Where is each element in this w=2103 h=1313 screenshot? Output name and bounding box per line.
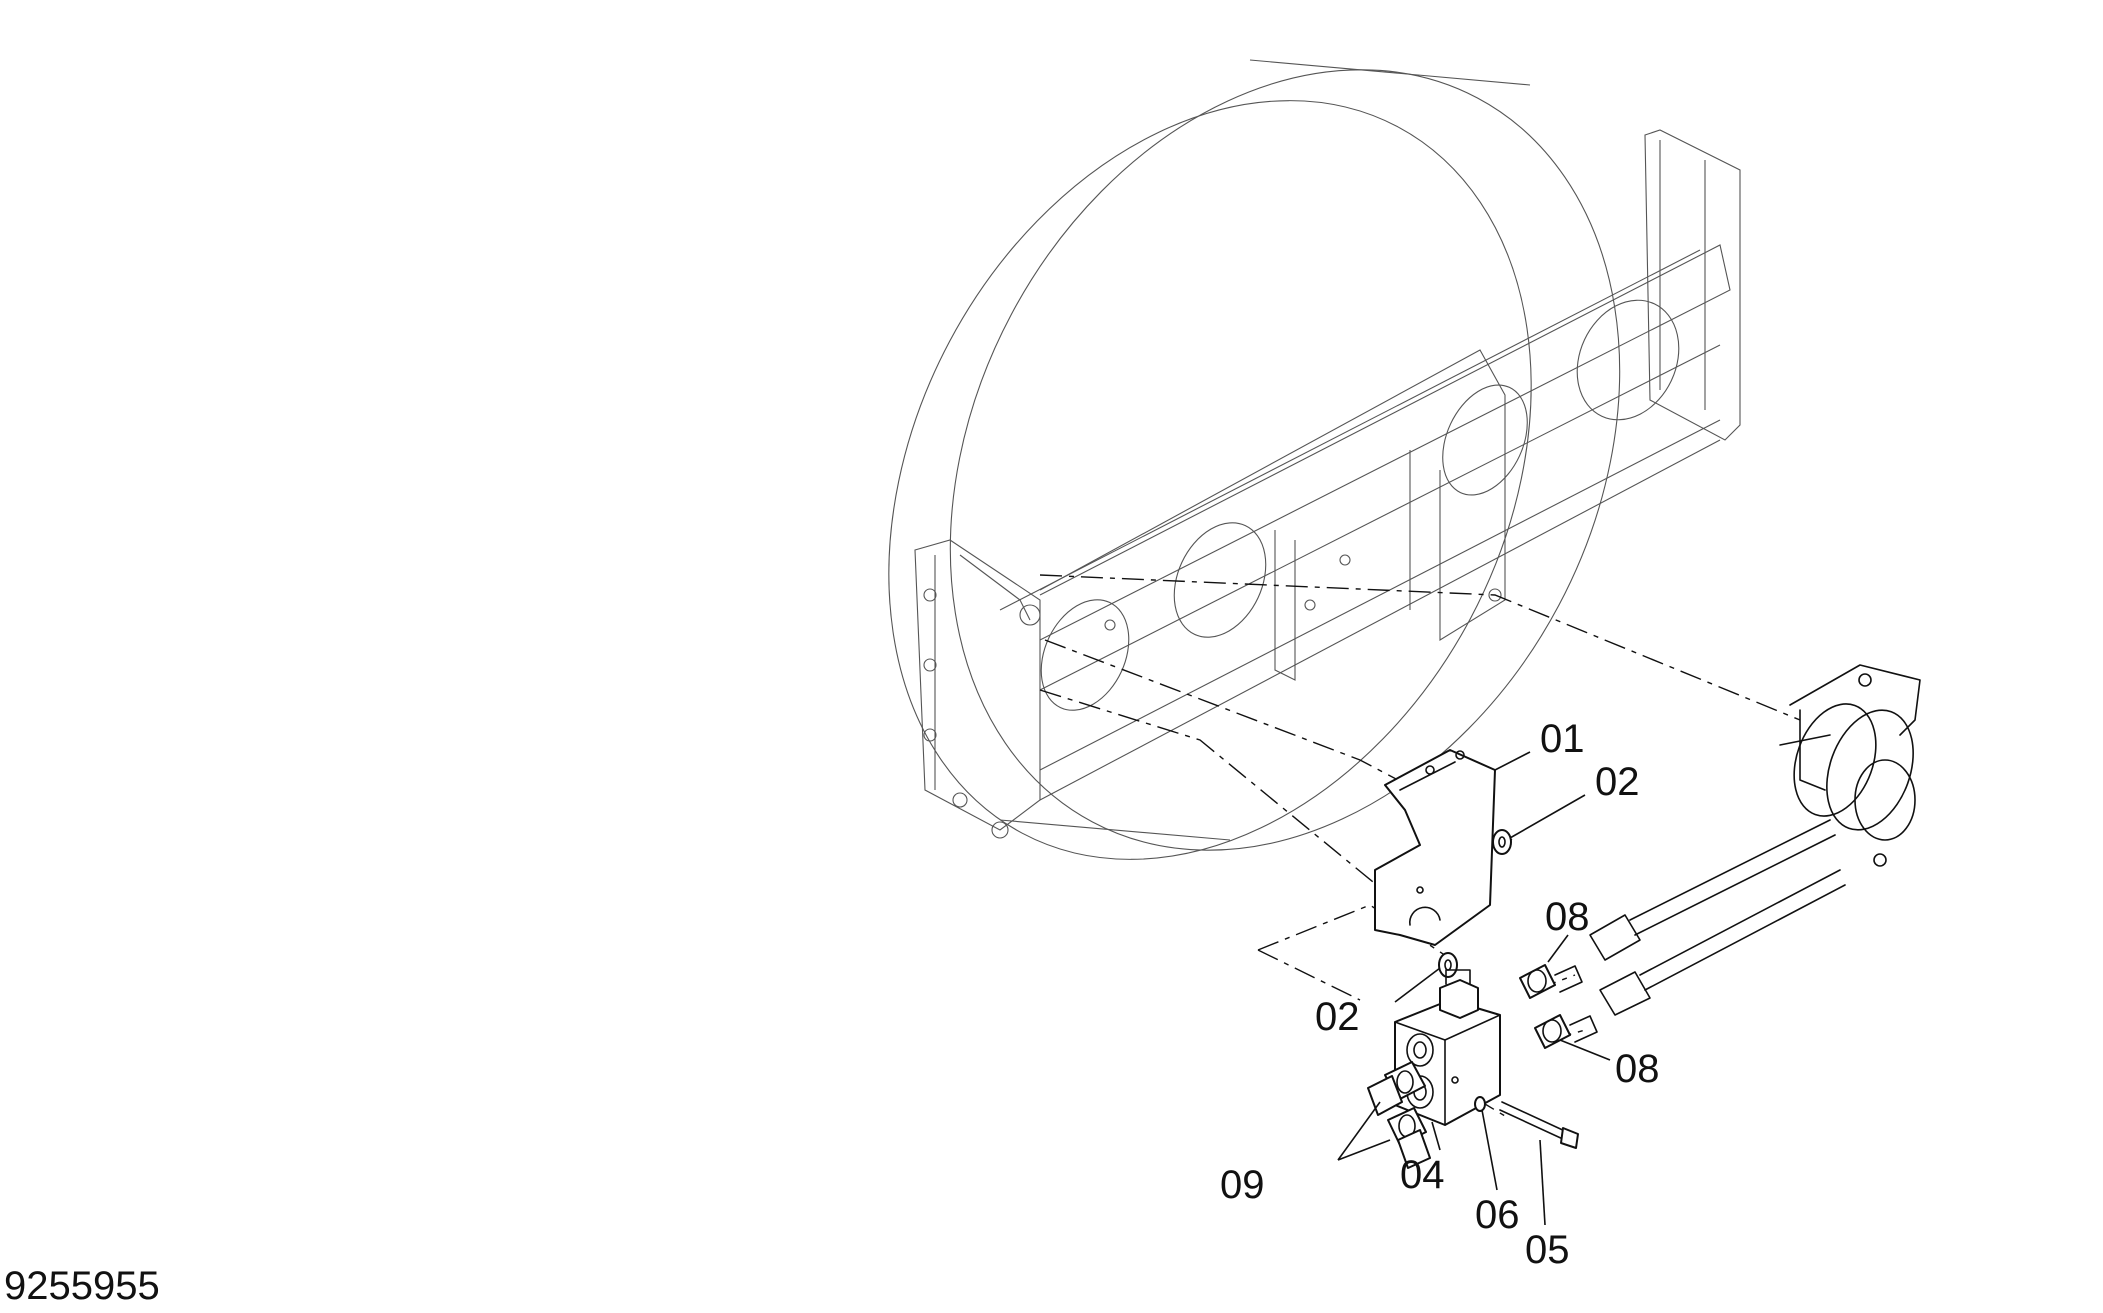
- elbow-fitting-09-lower: [1387, 1107, 1431, 1169]
- callout-06: 06: [1475, 1193, 1520, 1237]
- callout-09: 09: [1220, 1163, 1265, 1207]
- callout-02-upper: 02: [1595, 760, 1640, 804]
- washer-06: [1474, 1096, 1486, 1112]
- fitting-08-lower: [1534, 1014, 1598, 1049]
- callout-01: 01: [1540, 717, 1585, 761]
- washer-02-lower: [1438, 952, 1458, 978]
- callout-08-lower: 08: [1615, 1047, 1660, 1091]
- callout-04: 04: [1400, 1153, 1445, 1197]
- hydraulic-motor: [1779, 664, 1921, 867]
- callout-02-lower: 02: [1315, 995, 1360, 1039]
- drum-ghost: [888, 59, 1621, 860]
- frame-ghost: [914, 129, 1741, 839]
- fitting-08-upper: [1519, 964, 1583, 999]
- callout-leaders: [1337, 751, 1611, 1226]
- bolt-05: [1499, 1101, 1579, 1149]
- washer-02-upper: [1492, 829, 1512, 855]
- callout-08-upper: 08: [1545, 895, 1590, 939]
- hydraulic-hoses: [1589, 819, 1846, 1016]
- figure-number: 9255955: [4, 1264, 160, 1308]
- bracket-plate-01: [1374, 749, 1496, 946]
- elbow-fitting-09-upper: [1367, 1061, 1426, 1116]
- callout-05: 05: [1525, 1228, 1570, 1272]
